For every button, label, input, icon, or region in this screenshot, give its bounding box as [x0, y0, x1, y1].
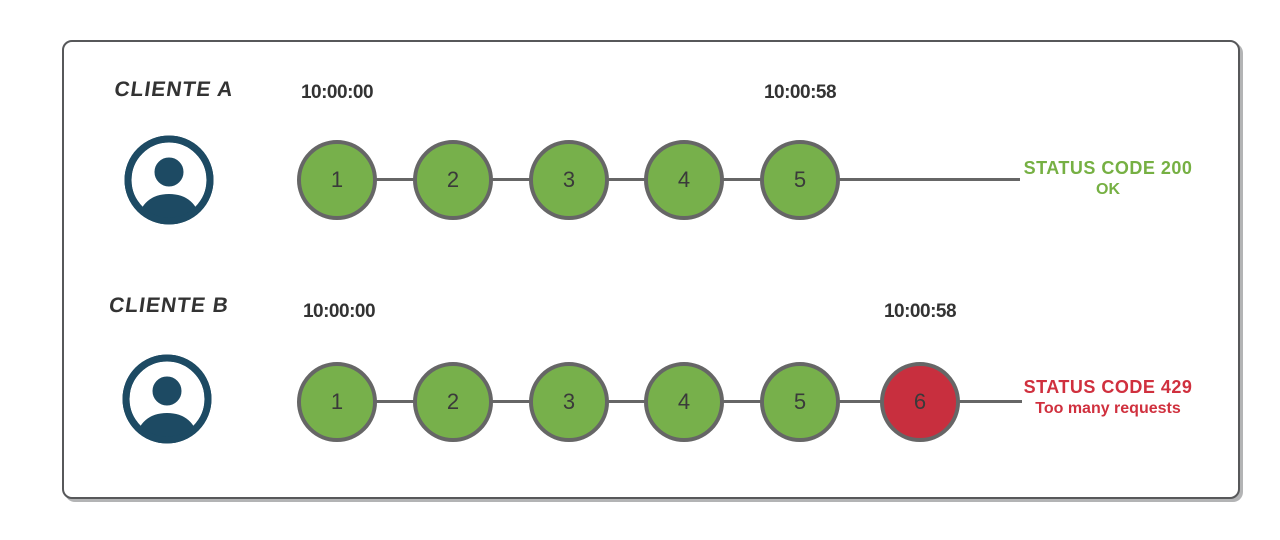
request-step-circle: 1: [297, 362, 377, 442]
request-step-circle: 3: [529, 140, 609, 220]
row-a-status: STATUS CODE 200 OK: [1001, 157, 1215, 200]
user-avatar-icon: [119, 351, 215, 447]
status-code-text: STATUS CODE 200: [1023, 158, 1193, 178]
request-step-circle-rejected: 6: [880, 362, 960, 442]
request-step-circle: 4: [644, 362, 724, 442]
status-message-text: Too many requests: [1035, 399, 1181, 417]
request-step-circle: 1: [297, 140, 377, 220]
status-message-text: OK: [1096, 180, 1120, 198]
row-b-status: STATUS CODE 429 Too many requests: [1001, 376, 1215, 419]
row-b-start-time: 10:00:00: [302, 301, 376, 322]
request-step-circle: 2: [413, 140, 493, 220]
row-b-end-time: 10:00:58: [883, 301, 957, 322]
request-step-circle: 4: [644, 140, 724, 220]
client-b-label: CLIENTE B: [107, 294, 231, 317]
user-avatar-icon: [121, 132, 217, 228]
status-code-text: STATUS CODE 429: [1023, 377, 1193, 397]
request-step-circle: 5: [760, 362, 840, 442]
request-step-circle: 3: [529, 362, 609, 442]
request-step-circle: 5: [760, 140, 840, 220]
client-a-label: CLIENTE A: [112, 78, 236, 101]
request-step-circle: 2: [413, 362, 493, 442]
row-a-end-time: 10:00:58: [763, 82, 837, 103]
row-a-start-time: 10:00:00: [300, 82, 374, 103]
diagram-panel: [62, 40, 1240, 499]
